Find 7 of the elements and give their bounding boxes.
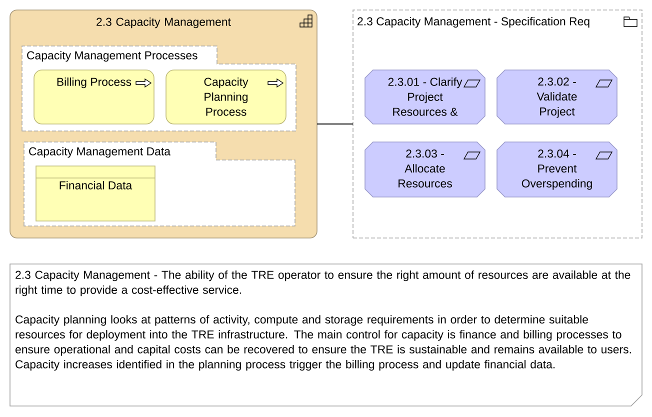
requirement-box: 2.3.01 - Clarify Project Resources &: [364, 70, 486, 124]
note-text: 2.3 Capacity Management - The ability of the TRE operator to ensure the right amount of resources are available at the right time to provide a cost-effective service.: [16, 270, 630, 296]
requirement-box: 2.3.04 - Prevent Overspending: [496, 142, 618, 198]
note-box: [10, 264, 642, 406]
requirement-box: 2.3.03 - Allocate Resources: [364, 142, 486, 198]
note-text: Capacity planning looks at patterns of activity, compute and storage requirements in order to determine suitable resources for deployment into the TRE infrastructure. The main control for capacity is finance and billing processes to ensure operational and capital costs can be recovered to ensure the TRE is sustainable and remains available to users. Capacity increases identified in the planning process trigger the billing process and update financial data.: [16, 315, 631, 371]
requirement-box: 2.3.02 - Validate Project: [496, 70, 618, 124]
